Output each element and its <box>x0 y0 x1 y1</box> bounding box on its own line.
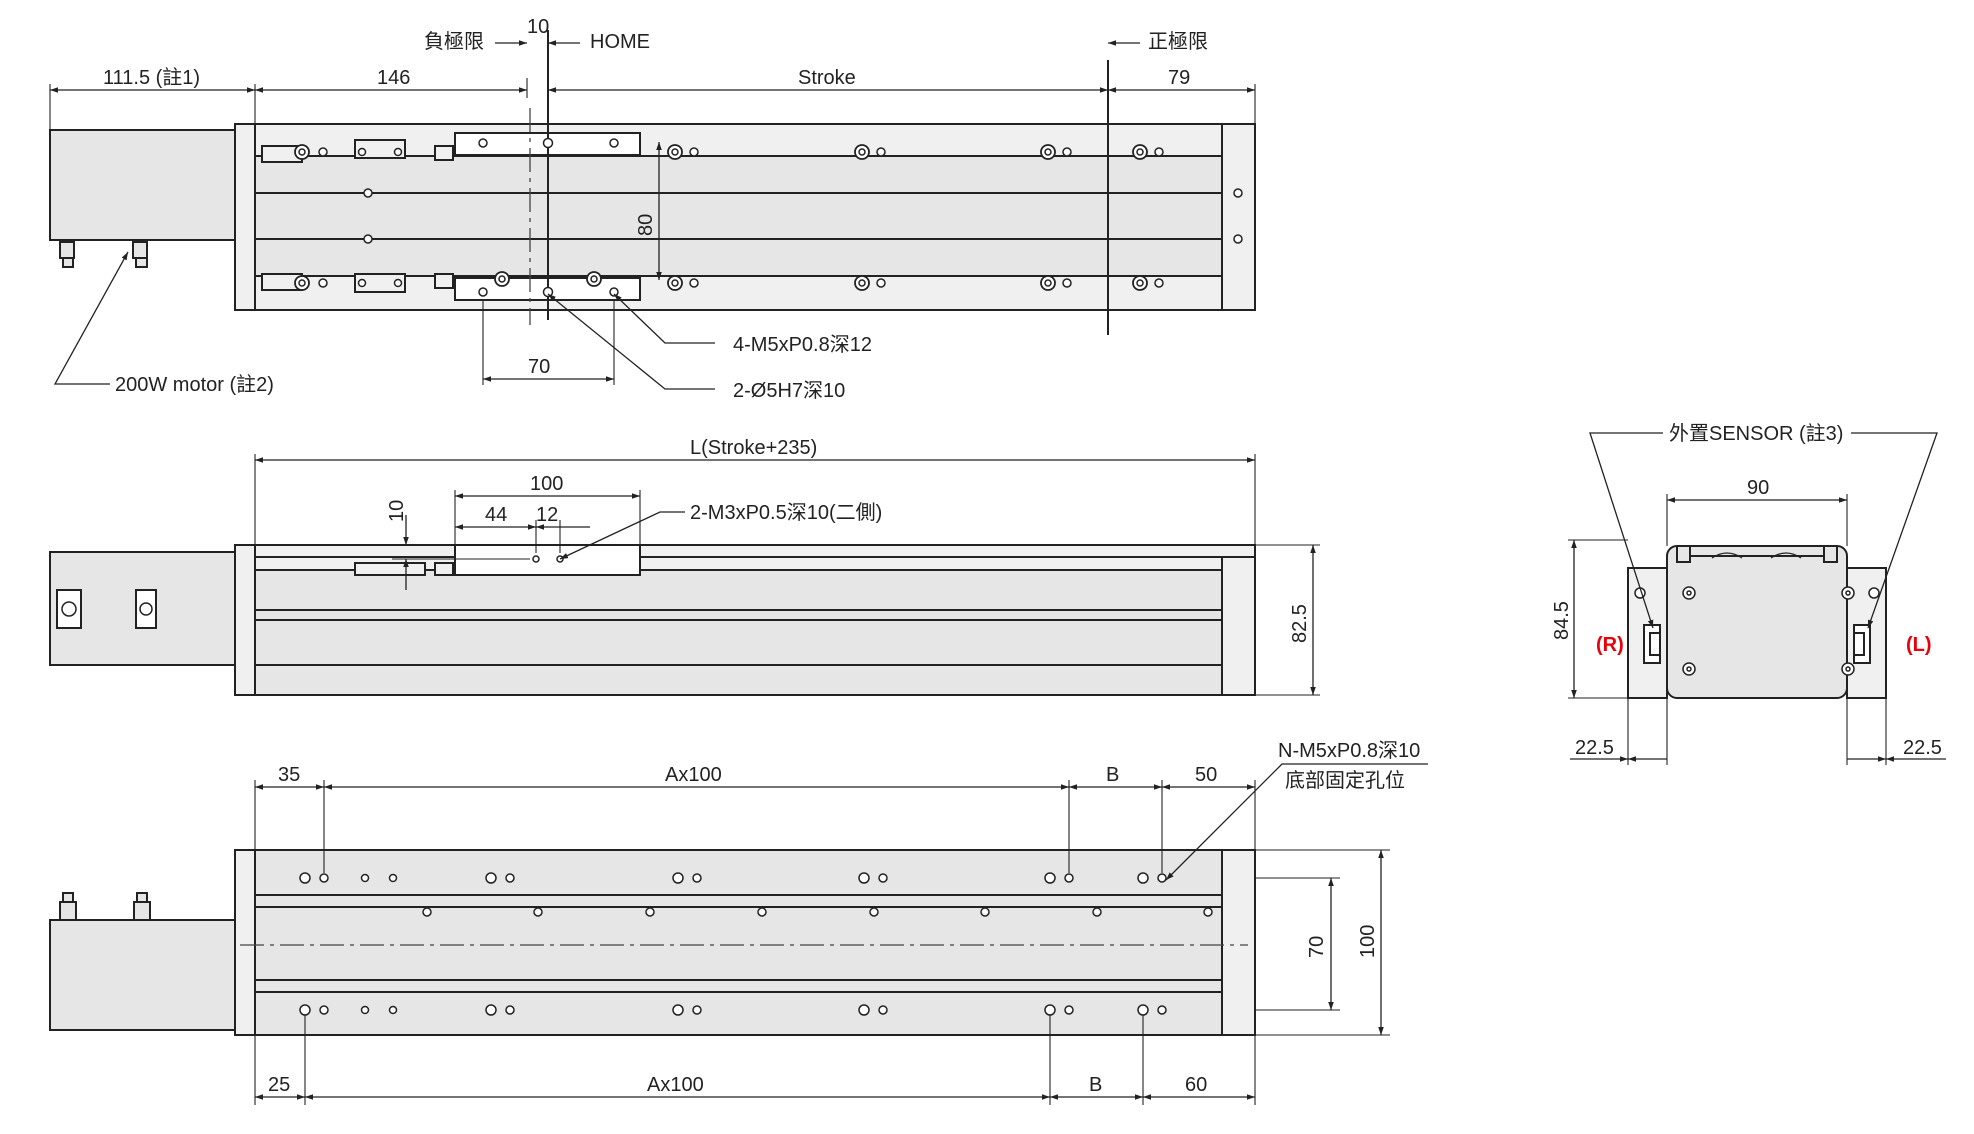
label-sensor-l: (L) <box>1906 634 1932 656</box>
dim-60: 60 <box>1185 1074 1207 1096</box>
dim-b-bottom: B <box>1089 1074 1102 1096</box>
dim-25: 25 <box>268 1074 290 1096</box>
dim-100-side: 100 <box>530 473 563 495</box>
dim-10-top: 10 <box>527 16 549 38</box>
sensor-left <box>1643 624 1661 664</box>
dim-motor-length: 111.5 (註1) <box>103 66 200 89</box>
sensor-right <box>1853 624 1871 664</box>
callout-base-holes: N-M5xP0.8深10 <box>1278 739 1420 762</box>
base-mounting-holes <box>299 872 1167 1016</box>
actuator-body-side <box>254 544 1256 696</box>
center-row-holes <box>422 907 1213 917</box>
dim-10-side: 10 <box>386 500 408 522</box>
side-view: L(Stroke+235) 100 44 12 10 2-M3xP0.5深10(… <box>49 437 1320 696</box>
dim-146: 146 <box>377 67 410 89</box>
callout-tap-holes: 4-M5xP0.8深12 <box>733 333 872 356</box>
actuator-body-bottom <box>240 849 1256 1036</box>
label-positive-limit: 正極限 <box>1148 30 1208 53</box>
motor-top <box>49 123 256 311</box>
dim-80: 80 <box>635 214 657 236</box>
top-rail-holes-upper <box>294 137 1164 160</box>
dim-70-bottom: 70 <box>1306 936 1328 958</box>
dim-a100-bottom: Ax100 <box>647 1074 704 1096</box>
top-view: 111.5 (註1) 146 Stroke 79 10 負極限 HOME 正極限… <box>49 16 1256 402</box>
dim-b-top: B <box>1106 764 1119 786</box>
end-dimensions <box>1568 432 1946 765</box>
end-profile <box>1627 545 1887 699</box>
label-negative-limit: 負極限 <box>424 30 484 53</box>
dim-overall-length: L(Stroke+235) <box>690 437 817 459</box>
label-sensor-r: (R) <box>1596 634 1624 656</box>
dim-44: 44 <box>485 504 507 526</box>
top-dimensions <box>49 40 1256 390</box>
dim-84-5: 84.5 <box>1551 601 1573 640</box>
bottom-view: 35 Ax100 B 50 N-M5xP0.8深10 底部固定孔位 70 100… <box>49 739 1428 1105</box>
dim-35: 35 <box>278 764 300 786</box>
dim-50: 50 <box>1195 764 1217 786</box>
label-home: HOME <box>590 31 650 53</box>
callout-motor: 200W motor (註2) <box>115 373 274 396</box>
motor-side <box>49 544 256 696</box>
dim-70-top: 70 <box>528 356 550 378</box>
motor-bottom <box>49 849 256 1036</box>
actuator-body-top <box>254 123 1256 311</box>
top-rail-holes-lower <box>294 271 1164 298</box>
end-view: 外置SENSOR (註3) 90 84.5 (R) (L) 22.5 22.5 <box>1551 422 1946 765</box>
callout-side-tap-holes: 2-M3xP0.5深10(二側) <box>690 501 882 524</box>
dim-82-5: 82.5 <box>1289 604 1311 643</box>
dim-79: 79 <box>1168 67 1190 89</box>
bottom-dimensions <box>254 763 1428 1105</box>
dim-22-5-left: 22.5 <box>1575 737 1614 759</box>
dim-90: 90 <box>1747 477 1769 499</box>
callout-base-holes-note: 底部固定孔位 <box>1285 769 1405 792</box>
dim-12: 12 <box>536 504 558 526</box>
label-external-sensor: 外置SENSOR (註3) <box>1669 422 1843 445</box>
callout-pin-holes: 2-Ø5H7深10 <box>733 379 845 402</box>
dim-a100-top: Ax100 <box>665 764 722 786</box>
side-dimensions <box>254 454 1320 696</box>
top-center-holes <box>363 188 1243 244</box>
dim-stroke: Stroke <box>798 67 856 89</box>
dim-22-5-right: 22.5 <box>1903 737 1942 759</box>
dim-100-bottom: 100 <box>1357 925 1379 958</box>
carriage-side <box>454 544 641 576</box>
